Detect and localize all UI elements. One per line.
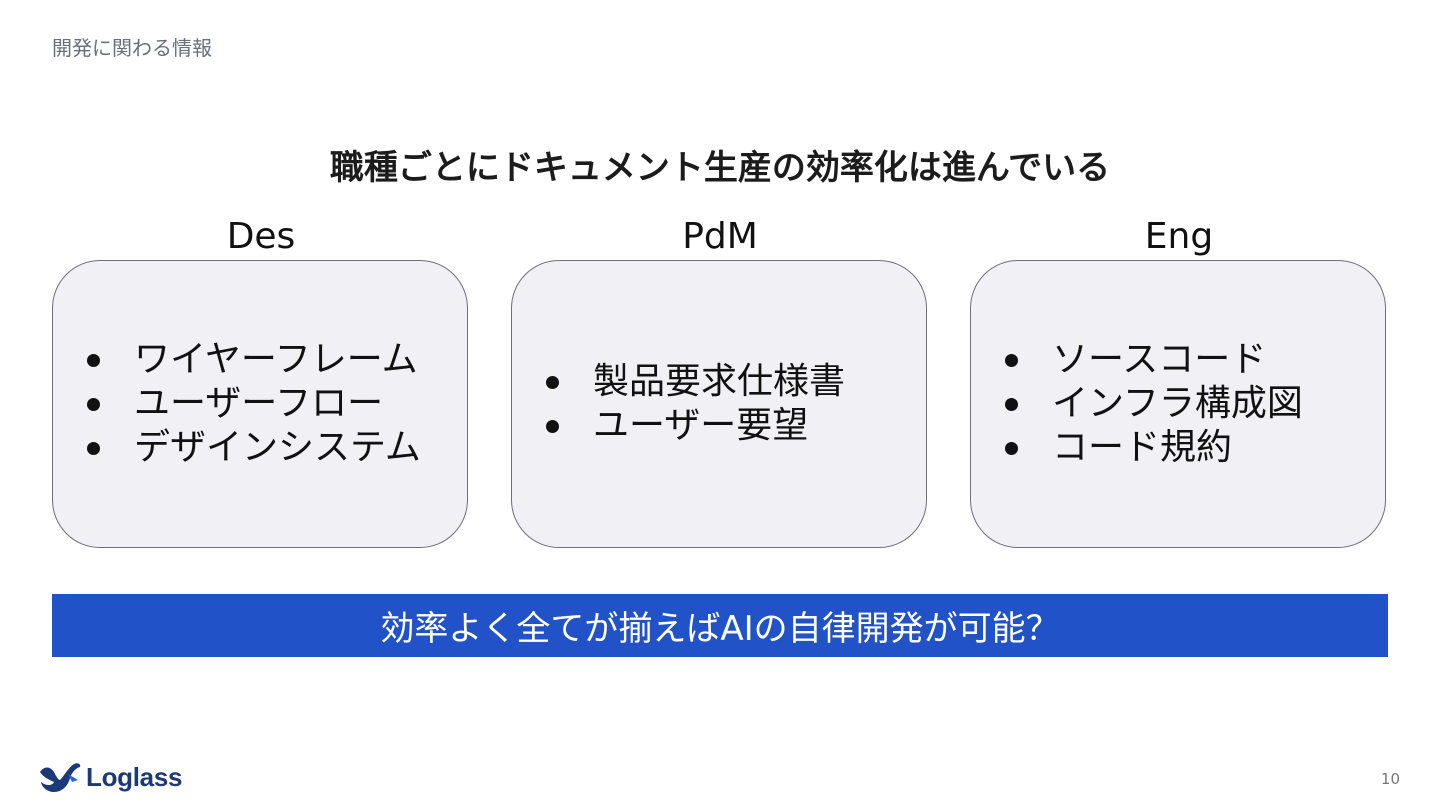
list-item: 製品要求仕様書 <box>546 360 845 404</box>
list-item-label: ソースコード <box>1052 339 1267 380</box>
bullet-icon <box>546 419 559 433</box>
bullet-icon <box>1005 441 1018 455</box>
list-item-label: ユーザー要望 <box>593 405 809 446</box>
bird-icon <box>40 763 81 792</box>
column-heading-pdm: PdM <box>682 216 758 257</box>
list-item: ユーザーフロー <box>87 382 421 426</box>
slide-title: 職種ごとにドキュメント生産の効率化は進んでいる <box>329 148 1111 188</box>
list-item: ユーザー要望 <box>546 404 845 448</box>
list-item: インフラ構成図 <box>1005 382 1303 426</box>
list-item: デザインシステム <box>87 426 421 470</box>
list-item-label: ユーザーフロー <box>134 383 384 424</box>
banner-text: 効率よく全てが揃えばAIの自律開発が可能？ <box>380 609 1060 649</box>
list-item-label: 製品要求仕様書 <box>593 361 846 402</box>
list-item-label: デザインシステム <box>134 427 421 468</box>
bullet-icon <box>87 353 100 367</box>
bullet-icon <box>1005 353 1018 367</box>
card-des-list: ワイヤーフレーム ユーザーフロー デザインシステム <box>53 338 421 470</box>
list-item-label: コード規約 <box>1052 427 1233 468</box>
bullet-icon <box>87 397 100 411</box>
card-des: ワイヤーフレーム ユーザーフロー デザインシステム <box>52 260 468 548</box>
breadcrumb: 開発に関わる情報 <box>52 36 212 60</box>
column-heading-eng: Eng <box>1144 216 1214 257</box>
card-eng: ソースコード インフラ構成図 コード規約 <box>970 260 1386 548</box>
logo-text: Loglass <box>86 761 183 792</box>
list-item: ソースコード <box>1005 338 1303 382</box>
list-item: コード規約 <box>1005 426 1303 470</box>
bullet-icon <box>87 441 100 455</box>
card-eng-list: ソースコード インフラ構成図 コード規約 <box>971 338 1303 470</box>
page-number: 10 <box>1380 770 1400 788</box>
column-heading-des: Des <box>226 216 296 257</box>
card-pdm-list: 製品要求仕様書 ユーザー要望 <box>512 360 845 448</box>
card-pdm: 製品要求仕様書 ユーザー要望 <box>511 260 927 548</box>
bullet-icon <box>546 375 559 389</box>
conclusion-banner: 効率よく全てが揃えばAIの自律開発が可能？ <box>52 594 1388 657</box>
list-item-label: ワイヤーフレーム <box>134 339 418 380</box>
list-item: ワイヤーフレーム <box>87 338 421 382</box>
bullet-icon <box>1005 397 1018 411</box>
loglass-logo: Loglass <box>38 758 182 796</box>
list-item-label: インフラ構成図 <box>1052 383 1303 424</box>
